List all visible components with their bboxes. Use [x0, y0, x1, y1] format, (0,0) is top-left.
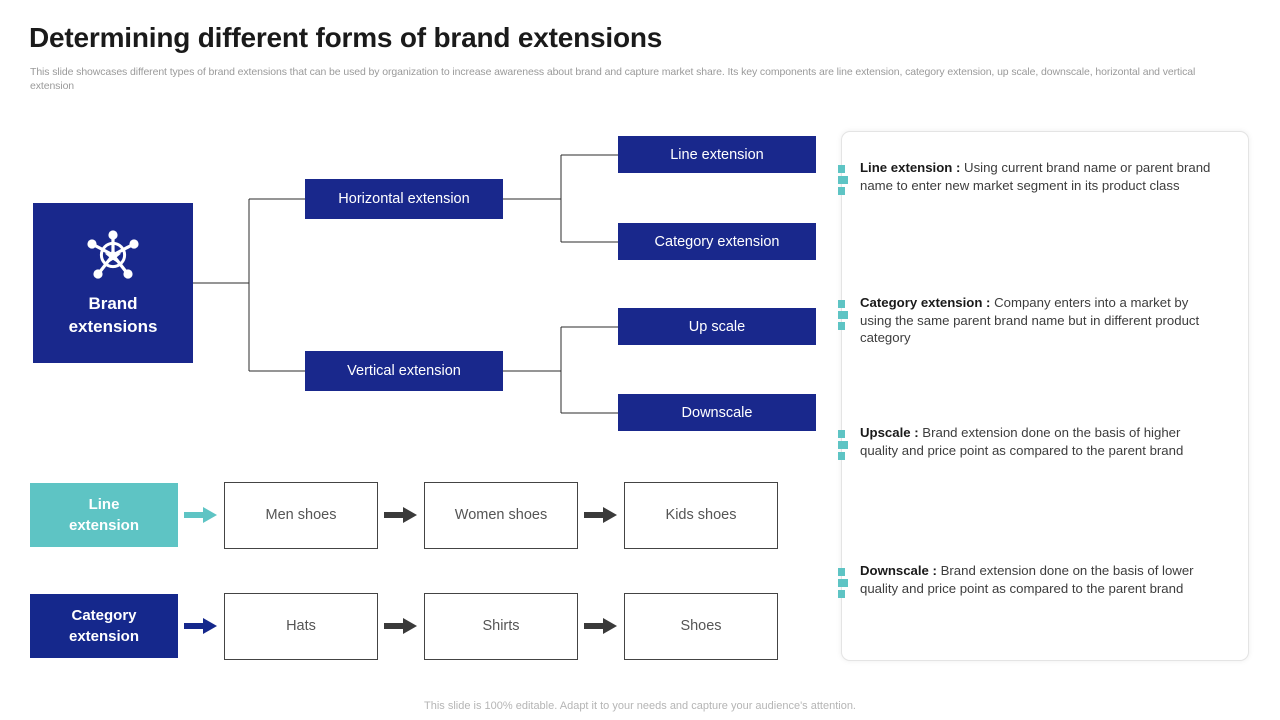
tree-node-horizontal-label: Horizontal extension	[338, 191, 470, 207]
flow-step-box[interactable]: Shoes	[624, 592, 778, 660]
flow-step-box[interactable]: Women shoes	[424, 481, 578, 549]
definition-text: Upscale : Brand extension done on the ba…	[860, 424, 1220, 463]
flow-step-label: Women shoes	[454, 507, 548, 523]
flow-head-category-extension[interactable]: Category extension	[30, 594, 178, 658]
definition-item-downscale: Downscale : Brand extension done on the …	[838, 562, 1237, 601]
definition-description: Brand extension done on the basis of hig…	[860, 425, 1184, 458]
tree-node-line-extension-label: Line extension	[670, 146, 764, 163]
page-title: Determining different forms of brand ext…	[29, 22, 663, 53]
arrow-right-icon-primary	[178, 617, 224, 635]
flow-step-label: Shirts	[482, 618, 520, 634]
definition-term: Category extension :	[860, 295, 991, 310]
flow-step-box[interactable]: Kids shoes	[624, 481, 778, 549]
arrow-right-icon	[378, 617, 424, 635]
flow-head-line2: extension	[68, 628, 140, 645]
brand-network-star-icon	[83, 228, 143, 282]
tree-node-brand-label: Brand extensions	[69, 292, 158, 338]
teal-bullet-icon	[838, 562, 860, 601]
flow-head-line1: Category	[71, 607, 137, 624]
flow-head-line2: extension	[68, 517, 140, 534]
flow-row-line-extension: Line extension Men shoes Women shoes K	[0, 475, 830, 555]
brand-extension-tree: Brand extensions Horizontal extension Ve…	[0, 110, 840, 450]
flow-step-label: Men shoes	[265, 507, 337, 523]
definitions-panel: Line extension : Using current brand nam…	[838, 131, 1249, 661]
arrow-right-icon	[578, 506, 624, 524]
flow-step-box[interactable]: Shirts	[424, 592, 578, 660]
flow-step-label: Hats	[286, 618, 316, 634]
definition-description: Brand extension done on the basis of low…	[860, 563, 1194, 596]
flow-step-box[interactable]: Hats	[224, 592, 378, 660]
tree-node-category-extension[interactable]: Category extension	[618, 223, 816, 260]
tree-node-downscale-label: Downscale	[681, 404, 753, 421]
flow-row-category-extension: Category extension Hats Shirts Shoes	[0, 586, 830, 666]
flow-head-line-extension[interactable]: Line extension	[30, 483, 178, 547]
tree-node-category-extension-label: Category extension	[654, 233, 780, 250]
teal-bullet-icon	[838, 294, 860, 347]
root-label-line1: Brand	[88, 294, 138, 313]
root-label-line2: extensions	[68, 317, 158, 336]
tree-node-brand-extensions[interactable]: Brand extensions	[33, 203, 193, 363]
flow-step-label: Shoes	[680, 618, 722, 634]
definition-text: Line extension : Using current brand nam…	[860, 159, 1220, 198]
teal-bullet-icon	[838, 424, 860, 463]
tree-node-downscale[interactable]: Downscale	[618, 394, 816, 431]
teal-bullet-icon	[838, 159, 860, 198]
definition-text: Downscale : Brand extension done on the …	[860, 562, 1220, 601]
flow-step-box[interactable]: Men shoes	[224, 481, 378, 549]
flow-head-line1: Line	[88, 496, 120, 513]
definition-term: Upscale :	[860, 425, 919, 440]
arrow-right-icon-primary	[178, 506, 224, 524]
tree-node-up-scale[interactable]: Up scale	[618, 308, 816, 345]
definition-item-upscale: Upscale : Brand extension done on the ba…	[838, 424, 1237, 463]
tree-node-vertical-extension[interactable]: Vertical extension	[305, 351, 503, 391]
tree-node-up-scale-label: Up scale	[688, 318, 746, 335]
flow-step-label: Kids shoes	[665, 507, 737, 523]
tree-connector-lines	[193, 154, 618, 414]
tree-node-vertical-label: Vertical extension	[347, 363, 461, 379]
definition-description: Company enters into a market by using th…	[860, 295, 1200, 345]
definition-item-category-extension: Category extension : Company enters into…	[838, 294, 1237, 347]
arrow-right-icon	[378, 506, 424, 524]
definition-text: Category extension : Company enters into…	[860, 294, 1220, 347]
definition-item-line-extension: Line extension : Using current brand nam…	[838, 159, 1237, 198]
footer-note: This slide is 100% editable. Adapt it to…	[424, 700, 856, 712]
extension-example-flows: Line extension Men shoes Women shoes K	[0, 460, 830, 670]
page-subtitle: This slide showcases different types of …	[30, 66, 1196, 92]
tree-node-line-extension[interactable]: Line extension	[618, 136, 816, 173]
arrow-right-icon	[578, 617, 624, 635]
definition-description: Using current brand name or parent brand…	[860, 160, 1211, 193]
tree-node-horizontal-extension[interactable]: Horizontal extension	[305, 179, 503, 219]
definition-term: Line extension :	[860, 160, 961, 175]
definition-term: Downscale :	[860, 563, 937, 578]
